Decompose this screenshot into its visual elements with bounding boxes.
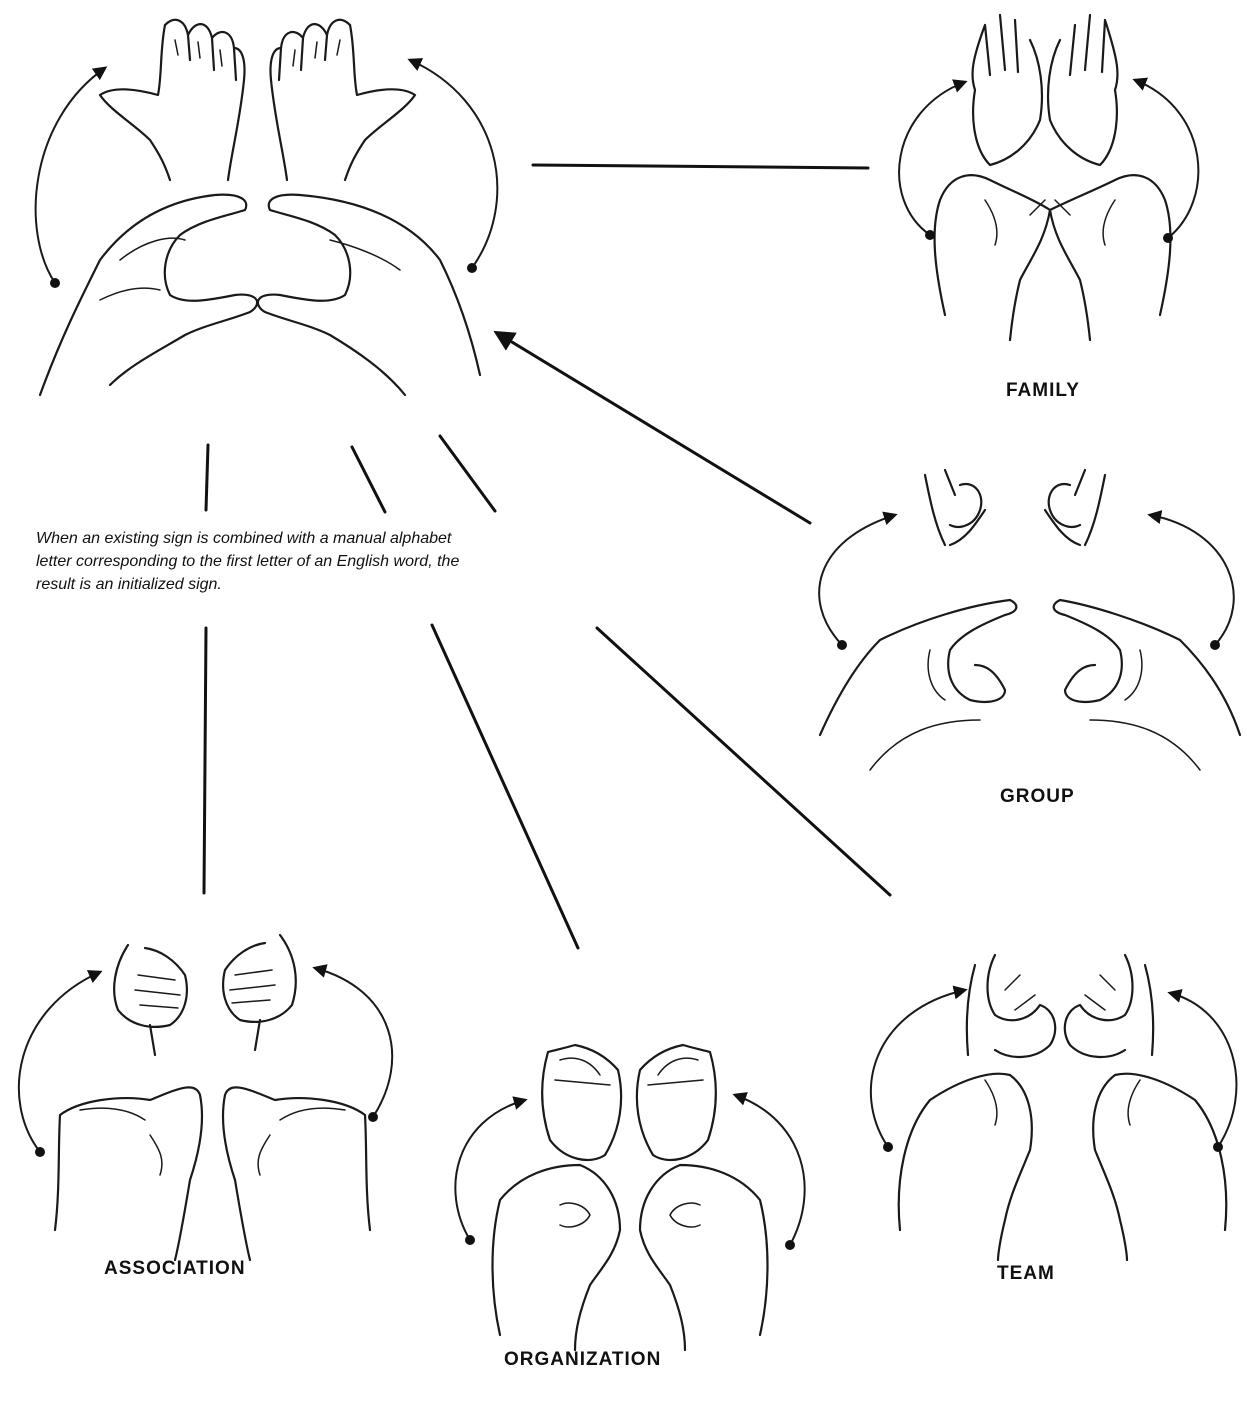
- family-caption: FAMILY: [1006, 380, 1080, 402]
- connector-to-group: [497, 333, 810, 523]
- connector-to-family: [533, 165, 868, 168]
- description-line-2: letter corresponding to the first letter…: [36, 550, 636, 573]
- connector-to-organization-lower: [432, 625, 578, 948]
- connector-to-team-lower: [597, 628, 890, 895]
- connector-to-association-lower: [204, 628, 206, 893]
- description-line-3: result is an initialized sign.: [36, 573, 636, 596]
- base-sign-illustration: [36, 20, 498, 395]
- association-sign-illustration: [19, 935, 392, 1260]
- connector-to-team-upper: [440, 436, 495, 511]
- connector-to-organization-upper: [352, 447, 385, 512]
- connector-to-association-upper: [206, 445, 208, 510]
- organization-caption: ORGANIZATION: [504, 1349, 661, 1371]
- team-sign-illustration: [871, 955, 1237, 1260]
- team-caption: TEAM: [997, 1263, 1055, 1285]
- family-sign-illustration: [899, 15, 1198, 340]
- organization-sign-illustration: [455, 1045, 804, 1350]
- initialized-sign-description: When an existing sign is combined with a…: [36, 527, 636, 596]
- group-sign-illustration: [819, 470, 1240, 770]
- group-caption: GROUP: [1000, 786, 1075, 808]
- association-caption: ASSOCIATION: [104, 1258, 246, 1280]
- description-line-1: When an existing sign is combined with a…: [36, 527, 636, 550]
